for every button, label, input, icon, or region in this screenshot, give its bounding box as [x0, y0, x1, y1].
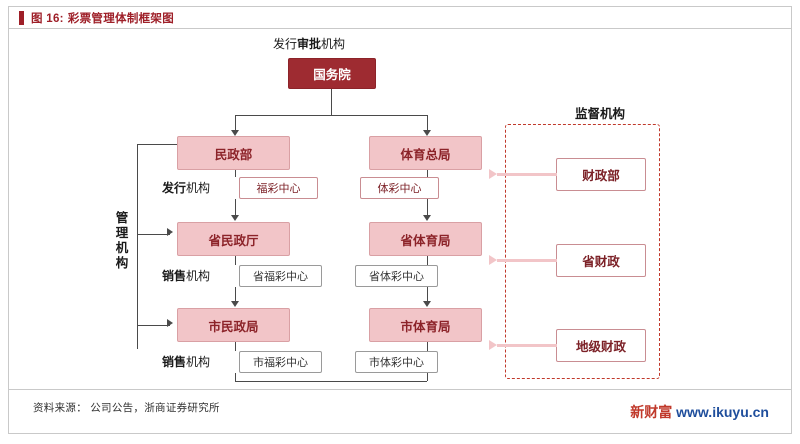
connector-welfare-center-n	[235, 170, 236, 177]
bottom-close-right	[427, 373, 428, 381]
management-bracket-mid	[137, 234, 170, 235]
figure-title-bar: 图 16: 彩票管理体制框架图	[9, 7, 791, 29]
connector-split-left	[235, 115, 236, 132]
source-text: 资料来源： 公司公告，浙商证券研究所	[33, 402, 220, 414]
arrow-welfare-r1-r2	[231, 215, 239, 221]
management-org-label: 管理机构	[115, 211, 129, 270]
connector-sports-center-p	[427, 256, 428, 265]
node-sports-lottery-center-province[interactable]: 省体彩中心	[355, 265, 438, 287]
management-arrow-bottom	[167, 319, 173, 327]
row-label-issuance-bold: 发行	[162, 181, 187, 195]
top-approval-label-bold: 审批	[297, 37, 322, 51]
page-title: 彩票管理体制框架图	[67, 12, 175, 25]
supervise-arrow-head-3	[489, 340, 497, 350]
watermark-brand: 新财富	[630, 404, 673, 420]
title-accent-bar	[19, 10, 24, 25]
source-footer: 资料来源： 公司公告，浙商证券研究所 新财富 www.ikuyu.cn	[9, 389, 791, 433]
node-sports-administration[interactable]: 体育总局	[369, 136, 482, 170]
top-approval-label: 发行审批机构	[273, 35, 345, 52]
top-approval-label-plain: 发行	[273, 37, 298, 51]
connector-sports-center-c	[427, 342, 428, 351]
node-ministry-of-finance[interactable]: 财政部	[556, 158, 646, 191]
supervise-label: 监督机构	[575, 107, 626, 121]
node-welfare-lottery-center-national[interactable]: 福彩中心	[239, 177, 318, 199]
node-province-finance[interactable]: 省财政	[556, 244, 646, 277]
management-bracket-vertical	[137, 144, 138, 349]
connector-welfare-center-p	[235, 256, 236, 265]
node-state-council[interactable]: 国务院	[288, 58, 376, 89]
management-bracket-top	[137, 144, 177, 145]
row-label-issuance-rest: 机构	[186, 181, 211, 195]
connector-council-stem	[331, 89, 332, 115]
supervise-arrow-line-3	[497, 344, 557, 347]
top-approval-label-tail: 机构	[321, 37, 346, 51]
connector-welfare-r1-r2	[235, 199, 236, 216]
arrow-to-ministry-sports	[423, 130, 431, 136]
row-label-sales-1-rest: 机构	[186, 269, 211, 283]
arrow-sports-r2-r3	[423, 301, 431, 307]
arrow-to-ministry-civil	[231, 130, 239, 136]
connector-welfare-r2-r3	[235, 287, 236, 302]
row-label-sales-1: 销售机构	[162, 267, 210, 284]
node-province-sports-bureau[interactable]: 省体育局	[369, 222, 482, 256]
watermark-url: www.ikuyu.cn	[676, 404, 769, 420]
connector-split-h	[235, 115, 427, 116]
supervisor-group-dashed	[505, 124, 660, 379]
row-label-sales-2-rest: 机构	[186, 355, 211, 369]
row-label-sales-2: 销售机构	[162, 353, 210, 370]
supervise-arrow-line-1	[497, 173, 557, 176]
node-welfare-lottery-center-province[interactable]: 省福彩中心	[239, 265, 322, 287]
connector-sports-center-n	[427, 170, 428, 177]
bottom-close-left	[235, 373, 236, 381]
node-province-civil-affairs[interactable]: 省民政厅	[177, 222, 290, 256]
connector-welfare-center-c	[235, 342, 236, 351]
figure-label: 图 16:	[31, 12, 64, 25]
connector-sports-r1-r2	[427, 199, 428, 216]
node-sports-lottery-center-city[interactable]: 市体彩中心	[355, 351, 438, 373]
supervise-arrow-head-1	[489, 169, 497, 179]
row-label-issuance: 发行机构	[162, 179, 210, 196]
bottom-close-line	[235, 381, 427, 382]
arrow-welfare-r2-r3	[231, 301, 239, 307]
row-label-sales-2-bold: 销售	[162, 355, 187, 369]
watermark: 新财富 www.ikuyu.cn	[630, 402, 769, 422]
diagram-canvas: 发行审批机构 国务院 监督机构 财政部 省财政 地级财政 民政部 体育总局 福彩…	[9, 29, 791, 389]
node-city-sports-bureau[interactable]: 市体育局	[369, 308, 482, 342]
arrow-sports-r1-r2	[423, 215, 431, 221]
supervise-arrow-head-2	[489, 255, 497, 265]
row-label-sales-1-bold: 销售	[162, 269, 187, 283]
node-welfare-lottery-center-city[interactable]: 市福彩中心	[239, 351, 322, 373]
node-sports-lottery-center-national[interactable]: 体彩中心	[360, 177, 439, 199]
connector-sports-r2-r3	[427, 287, 428, 302]
node-city-civil-affairs[interactable]: 市民政局	[177, 308, 290, 342]
supervise-arrow-line-2	[497, 259, 557, 262]
management-arrow-mid	[167, 228, 173, 236]
node-ministry-civil-affairs[interactable]: 民政部	[177, 136, 290, 170]
node-prefecture-finance[interactable]: 地级财政	[556, 329, 646, 362]
connector-split-right	[427, 115, 428, 132]
management-bracket-bottom	[137, 325, 170, 326]
